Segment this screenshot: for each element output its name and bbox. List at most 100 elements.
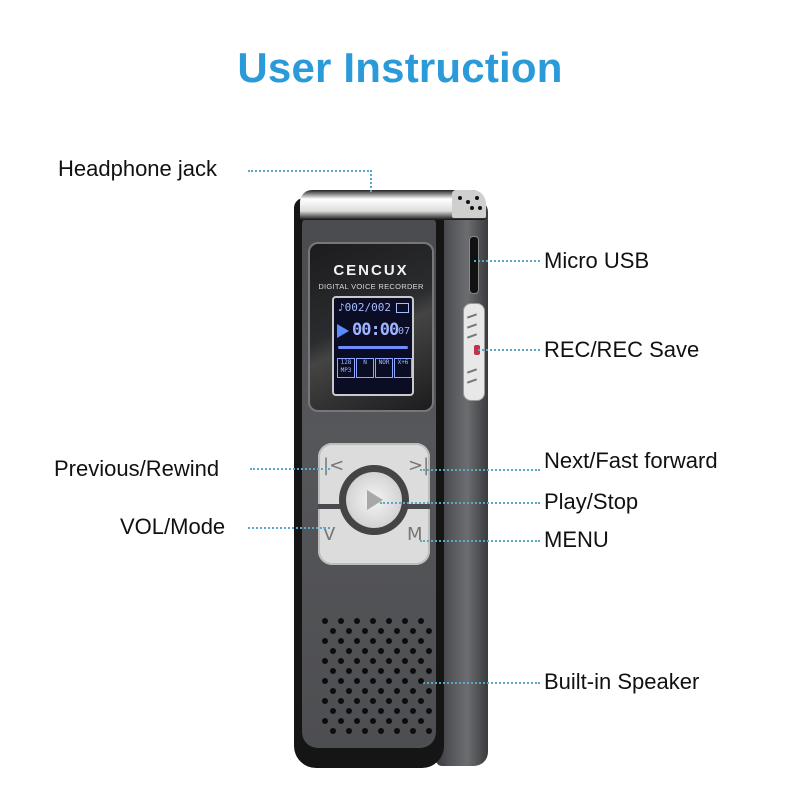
callout-next-fast-forward: Next/Fast forward [544,448,718,473]
lcd-time: 00:00 [352,320,399,340]
vol-mode-button[interactable]: V [323,524,336,545]
speaker-hole [354,698,360,704]
speaker-hole [378,708,384,714]
menu-button[interactable]: M [407,524,423,545]
previous-button[interactable]: |< [323,455,345,476]
speaker-hole [362,628,368,634]
leader-line [370,170,372,192]
micro-usb-port [469,236,479,294]
speaker-hole [402,638,408,644]
speaker-hole [370,718,376,724]
callout-vol-mode: VOL/Mode [120,514,226,539]
speaker-hole [426,708,432,714]
speaker-hole [370,678,376,684]
callout-headphone-jack: Headphone jack [58,156,218,181]
speaker-hole [394,628,400,634]
lcd-seconds: 07 [397,326,410,337]
speaker-hole [330,728,336,734]
speaker-hole [426,668,432,674]
next-button[interactable]: >| [408,455,430,476]
page-title: User Instruction [237,44,563,91]
leader-line [248,527,330,529]
speaker-hole [426,728,432,734]
speaker-hole [322,638,328,644]
speaker-hole [418,678,424,684]
speaker-hole [330,688,336,694]
speaker-hole [346,728,352,734]
leader-line [478,349,540,351]
speaker-hole [386,678,392,684]
speaker-hole [322,618,328,624]
leader-line [420,682,540,684]
speaker-hole [402,698,408,704]
speaker-hole [338,698,344,704]
speaker-hole [378,728,384,734]
speaker-hole [370,618,376,624]
speaker-hole [418,638,424,644]
speaker-hole [330,668,336,674]
speaker-hole [378,668,384,674]
speaker-hole [338,658,344,664]
speaker-hole [362,688,368,694]
speaker-hole [322,698,328,704]
speaker-hole [322,678,328,684]
device-side-panel [436,200,488,766]
speaker-hole [402,618,408,624]
speaker-hole [410,708,416,714]
speaker-hole [362,648,368,654]
mic-hole [475,196,479,200]
lcd-display: ♪002/002 00:00 07 128 MP3 N NOR X+6 [332,296,414,396]
speaker-hole [386,698,392,704]
speaker-hole [418,658,424,664]
speaker-hole [346,628,352,634]
speaker-hole [402,678,408,684]
speaker-hole [338,678,344,684]
callout-micro-usb: Micro USB [544,248,650,273]
speaker-hole [362,668,368,674]
mic-hole [458,196,462,200]
speaker-hole [338,618,344,624]
speaker-hole [370,638,376,644]
speaker-hole [346,708,352,714]
speaker-hole [386,638,392,644]
speaker-hole [322,658,328,664]
speaker-hole [378,688,384,694]
speaker-hole [338,718,344,724]
speaker-hole [410,728,416,734]
speaker-hole [426,688,432,694]
speaker-hole [330,628,336,634]
speaker-hole [402,718,408,724]
speaker-hole [354,678,360,684]
speaker-hole [410,668,416,674]
speaker-hole [370,698,376,704]
speaker-hole [370,658,376,664]
speaker-hole [426,628,432,634]
play-indicator-icon [337,324,349,338]
speaker-hole [386,658,392,664]
speaker-hole [426,648,432,654]
speaker-hole [410,688,416,694]
microphone-grille [452,190,486,218]
leader-line [380,502,540,504]
speaker-hole [386,618,392,624]
speaker-hole [330,708,336,714]
speaker-hole [338,638,344,644]
track-number: 002/002 [344,301,391,314]
speaker-hole [346,688,352,694]
speaker-hole [346,648,352,654]
speaker-hole [362,728,368,734]
speaker-hole [386,718,392,724]
speaker-hole [354,718,360,724]
noise-icon: N [356,358,374,378]
speaker-hole [354,638,360,644]
lcd-track-counter: ♪002/002 [338,301,391,314]
speaker-hole [418,618,424,624]
speaker-hole [394,688,400,694]
format-icon: 128 MP3 [337,358,355,378]
eq-icon: X+6 [394,358,412,378]
play-icon [367,490,383,510]
brand-subtitle: DIGITAL VOICE RECORDER [318,282,424,291]
speaker-hole [346,668,352,674]
callout-play-stop: Play/Stop [544,489,639,514]
speaker-hole [362,708,368,714]
